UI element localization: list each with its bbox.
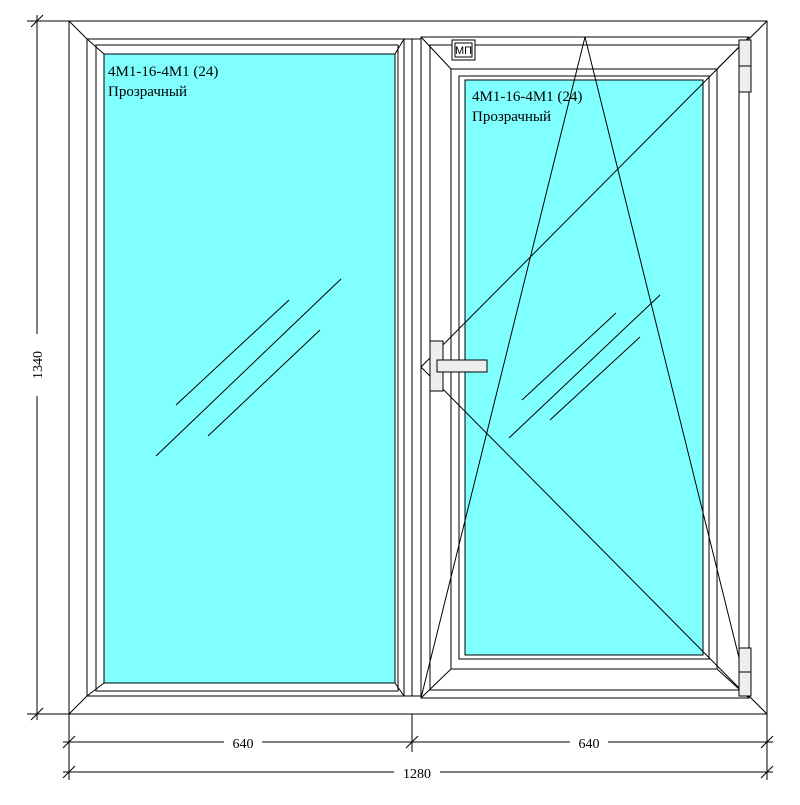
width-tick-right: [760, 735, 774, 749]
left-bead-mid: [95, 44, 399, 692]
height-value: 1340: [31, 351, 46, 379]
width-tick-mid: [405, 735, 419, 749]
left-pane: [86, 38, 405, 697]
sash-miter-bl: [420, 668, 452, 699]
mosquito-net-mark: МП: [451, 39, 476, 61]
right-glass-type: Прозрачный: [472, 109, 551, 125]
height-dimension: [27, 14, 69, 721]
left-bead-miter-bl: [86, 682, 105, 697]
opening-indicator: [420, 36, 750, 699]
total-tick-right: [760, 765, 774, 779]
mark-box-outer: [451, 39, 476, 61]
sash-miter-tl: [420, 36, 452, 70]
pane-width-dimension: [62, 714, 774, 780]
hinge-icon-top: [738, 39, 752, 93]
total-width-value: 1280: [403, 767, 431, 782]
left-glass-spec: 4M1-16-4M1 (24): [108, 64, 218, 80]
left-bead-miter-br: [394, 682, 405, 697]
left-bead-miter-tl: [86, 38, 105, 55]
frame-miter-br: [748, 695, 768, 715]
left-bead-miter-tr: [394, 38, 405, 55]
total-tick-left: [62, 765, 76, 779]
width-tick-left: [62, 735, 76, 749]
left-width-value: 640: [233, 737, 254, 752]
hinge-icon-bottom: [738, 647, 752, 697]
left-glare-1: [175, 299, 290, 406]
left-glare-2: [155, 278, 342, 457]
right-glass-spec: 4M1-16-4M1 (24): [472, 89, 582, 105]
left-glare-3: [207, 329, 321, 437]
tilt-indicator: [420, 36, 750, 699]
right-glare-2: [508, 294, 661, 439]
total-width-dimension: [62, 765, 774, 779]
height-tick-bottom: [30, 707, 44, 721]
mark-box-inner: [454, 42, 473, 58]
frame-miter-bl: [68, 695, 88, 715]
right-glare-1: [521, 312, 617, 401]
mullion: [403, 38, 422, 697]
left-glass: [103, 53, 396, 684]
left-glass-type: Прозрачный: [108, 84, 187, 100]
turn-indicator-top: [420, 36, 750, 368]
right-width-value: 640: [579, 737, 600, 752]
handle-lever: [436, 359, 488, 373]
handle-icon: [429, 340, 488, 392]
frame-miter-tr: [748, 20, 768, 40]
right-glare-3: [549, 336, 641, 421]
height-tick-top: [30, 14, 44, 28]
turn-indicator-bottom: [420, 366, 750, 699]
frame-miter-tl: [68, 20, 88, 40]
mark-label: МП: [455, 45, 472, 57]
